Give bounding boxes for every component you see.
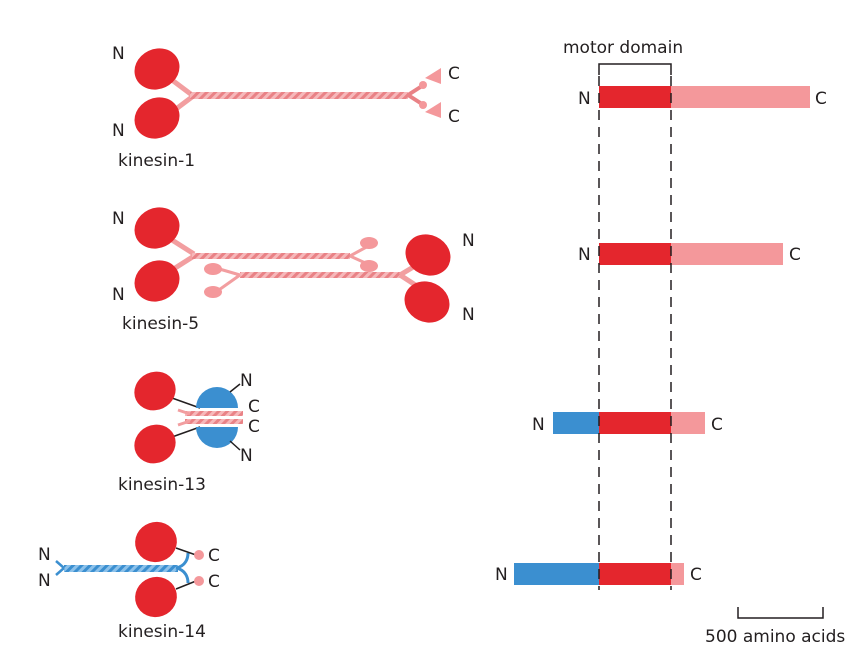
- motor-segment: [599, 412, 671, 434]
- kinesin-5-motor-head: [134, 260, 180, 302]
- kinesin-5-stalk-bottom: [240, 272, 400, 278]
- kinesin-5-n-label: N: [462, 231, 475, 251]
- kinesin-1-light-chain: [419, 101, 427, 109]
- bar-n-label: N: [532, 415, 545, 435]
- kinesin-14-domain-bar: N C: [495, 563, 702, 585]
- tail-segment: [671, 412, 705, 434]
- kinesin-13-name: kinesin-13: [118, 475, 206, 495]
- scale-bar: 500 amino acids: [705, 607, 845, 647]
- kinesin-5-motor-head: [405, 234, 451, 276]
- kinesin-5-n-label: N: [112, 285, 125, 305]
- kinesin-14-c-terminal-blob: [194, 576, 204, 586]
- kinesin-13-stalk: [185, 411, 243, 416]
- kinesin-13-motor-head: [134, 424, 176, 464]
- kinesin-14-cartoon: N N C C kinesin-14: [38, 521, 220, 642]
- motor-segment: [599, 86, 671, 108]
- kinesin-13-blue-domain-bottom: [196, 427, 238, 448]
- kinesin-13-blue-domain-top: [196, 387, 238, 408]
- tail-segment: [671, 86, 810, 108]
- kinesin-13-n-label: N: [240, 446, 253, 466]
- tail-segment: [671, 563, 684, 585]
- bar-n-label: N: [495, 565, 508, 585]
- motor-domain-label: motor domain: [563, 38, 683, 58]
- kinesin-1-light-chain: [419, 81, 427, 89]
- kinesin-1-motor-head-top: [134, 48, 180, 90]
- kinesin-1-domain-bar: N C: [578, 86, 827, 109]
- kinesin-14-motor-head: [135, 576, 177, 618]
- kinesin-1-n-label-top: N: [112, 44, 125, 64]
- tail-segment: [671, 243, 783, 265]
- kinesin-14-c-terminal-blob: [194, 550, 204, 560]
- kinesin-5-tail-blob: [360, 237, 378, 249]
- motor-segment: [599, 243, 671, 265]
- kinesin-1-name: kinesin-1: [118, 151, 195, 171]
- kinesin-5-stalk-top: [192, 253, 350, 259]
- kinesin-5-tail-blob: [360, 260, 378, 272]
- kinesin-14-n-label: N: [38, 571, 51, 591]
- kinesin-1-motor-head-bottom: [134, 97, 180, 139]
- kinesin-13-stalk: [185, 419, 243, 424]
- motor-domain-bracket: motor domain: [563, 38, 683, 75]
- bar-c-label: C: [711, 415, 723, 435]
- kinesin-5-n-label: N: [462, 305, 475, 325]
- bar-c-label: C: [815, 89, 827, 109]
- kinesin-13-domain-bar: N C: [532, 412, 723, 435]
- kinesin-14-name: kinesin-14: [118, 622, 206, 642]
- kinesin-1-tail-fan-bottom: [425, 102, 441, 118]
- kinesin-14-n-label: N: [38, 545, 51, 565]
- bar-c-label: C: [690, 565, 702, 585]
- kinesin-14-c-label: C: [208, 572, 220, 592]
- blue-segment: [514, 563, 599, 585]
- bar-n-label: N: [578, 245, 591, 265]
- kinesin-5-tail-blob: [204, 263, 222, 275]
- scale-bar-label: 500 amino acids: [705, 627, 845, 647]
- kinesin-14-motor-head: [135, 521, 177, 563]
- kinesin-1-c-label-bottom: C: [448, 107, 460, 127]
- kinesin-1-n-label-bottom: N: [112, 121, 125, 141]
- motor-segment: [599, 563, 671, 585]
- kinesin-13-c-label: C: [248, 397, 260, 417]
- kinesin-5-motor-head: [404, 281, 450, 323]
- kinesin-5-tail-blob: [204, 286, 222, 298]
- motor-domain-guides: [598, 76, 672, 590]
- kinesin-5-cartoon: N N N N kinesin-5: [112, 207, 475, 334]
- kinesin-5-n-label: N: [112, 209, 125, 229]
- kinesin-14-c-label: C: [208, 546, 220, 566]
- kinesin-13-cartoon: N C C N kinesin-13: [118, 371, 260, 495]
- kinesin-13-c-label: C: [248, 417, 260, 437]
- blue-segment: [553, 412, 599, 434]
- kinesin-5-domain-bar: N C: [578, 243, 801, 265]
- kinesin-5-name: kinesin-5: [122, 314, 199, 334]
- bar-c-label: C: [789, 245, 801, 265]
- kinesin-14-blue-stalk: [64, 565, 178, 572]
- kinesin-1-tail-fan-top: [425, 68, 441, 84]
- kinesin-13-motor-head: [134, 371, 176, 411]
- kinesin-1-coiled-coil-stalk: [190, 92, 408, 99]
- bar-n-label: N: [578, 89, 591, 109]
- kinesin-1-c-label-top: C: [448, 64, 460, 84]
- kinesin-5-motor-head: [134, 207, 180, 249]
- kinesin-1-cartoon: N N C C kinesin-1: [112, 44, 460, 171]
- kinesin-13-n-label: N: [240, 371, 253, 391]
